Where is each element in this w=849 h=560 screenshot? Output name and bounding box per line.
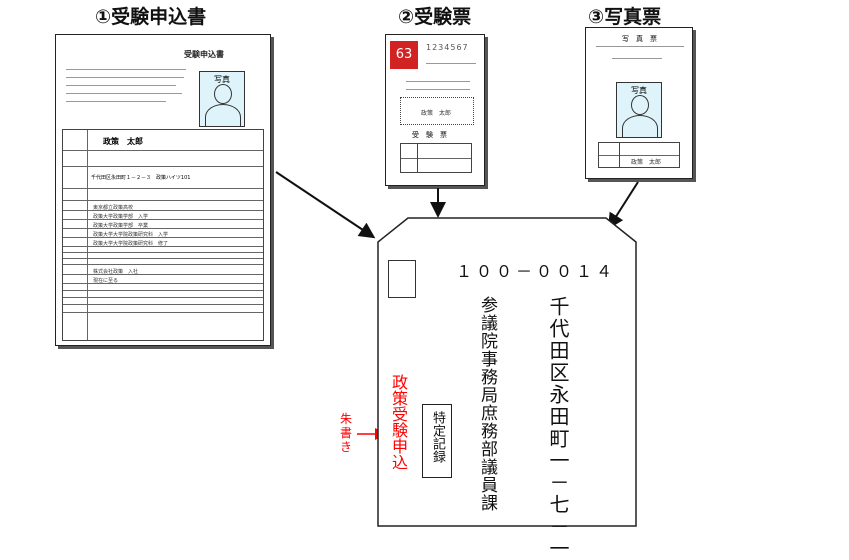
red-writing-label: 朱書き <box>339 412 352 454</box>
postal-code: １００－００１４ <box>456 262 617 281</box>
exam-ticket-table <box>400 143 472 173</box>
work-row-1: 株式会社政策 入社 <box>93 269 139 275</box>
photo-ticket-heading: ③写真票 <box>588 6 662 28</box>
arrow-application-to-envelope <box>275 171 376 239</box>
exam-ticket-address-box: 政策 太郎 <box>400 97 474 125</box>
red-note: 政策受験申込 <box>389 374 408 470</box>
exam-ticket-heading: ②受験票 <box>398 6 472 28</box>
school-row-5: 政策大学大学院政策研究科 修了 <box>93 241 169 247</box>
school-row-3: 政策大学政策学部 卒業 <box>93 223 149 229</box>
envelope-address: 千代田区永田町一－七－一 <box>546 296 570 560</box>
application-form: 受験申込書 写真 政策 太郎 千代田区永田町１－２－３ 政策ハイツ101 東京都… <box>55 34 271 346</box>
envelope-recipient: 参議院事務局庶務部議員課 <box>477 296 497 512</box>
applicant-address: 千代田区永田町１－２－３ 政策ハイツ101 <box>91 175 191 181</box>
special-mail-label: 特定記録 <box>430 411 445 463</box>
photo-ticket-photo: 写真 <box>616 82 662 138</box>
photo-ticket-photo-label: 写真 <box>631 86 647 95</box>
application-photo: 写真 <box>199 71 245 127</box>
photo-ticket-table: 政策 太郎 <box>598 142 680 168</box>
photo-ticket-title: 写 真 票 <box>622 35 657 43</box>
exam-ticket-name: 政策 太郎 <box>421 110 452 117</box>
arrow-photo-ticket-to-envelope <box>607 181 639 230</box>
school-row-2: 政策大学政策学部 入学 <box>93 214 149 220</box>
school-row-4: 政策大学大学院政策研究科 入学 <box>93 232 169 238</box>
exam-ticket-title: 受 験 票 <box>412 131 447 139</box>
envelope-outline <box>377 217 637 527</box>
work-row-2: 現在に至る <box>93 278 119 284</box>
stamp-box <box>388 260 416 298</box>
special-mail-box: 特定記録 <box>422 404 452 478</box>
photo-ticket-name: 政策 太郎 <box>631 159 662 166</box>
arrows <box>275 171 639 527</box>
application-photo-label: 写真 <box>214 75 230 84</box>
application-grid: 政策 太郎 千代田区永田町１－２－３ 政策ハイツ101 東京都立政策高校 政策大… <box>62 129 264 341</box>
exam-number-badge: 63 <box>390 41 418 69</box>
application-form-heading: ①受験申込書 <box>95 6 207 28</box>
application-form-title: 受験申込書 <box>184 50 224 59</box>
applicant-name: 政策 太郎 <box>103 137 143 146</box>
exam-number-digits: 1234567 <box>426 43 469 52</box>
exam-ticket: 63 1234567 政策 太郎 受 験 票 <box>385 34 485 186</box>
school-row-1: 東京都立政策高校 <box>93 205 134 211</box>
photo-ticket: 写 真 票 写真 政策 太郎 <box>585 27 693 179</box>
